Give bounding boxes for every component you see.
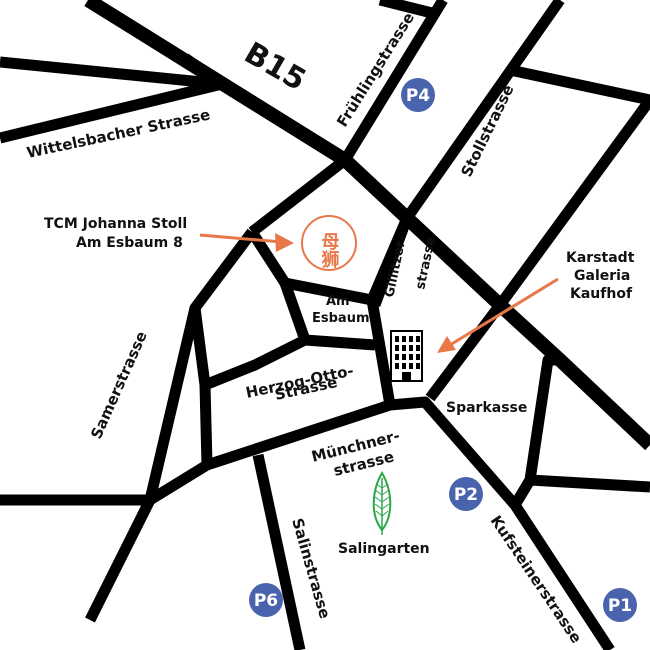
parking-label-p2: P2: [454, 485, 478, 505]
road-top-left: [0, 56, 223, 90]
label-tcm-line1: TCM Johanna Stoll: [44, 216, 187, 232]
label-karstadt-2: Galeria: [574, 268, 630, 284]
road-top-connector: [378, 0, 438, 20]
parking-icon: P2: [449, 477, 483, 511]
tcm-arrow: [199, 233, 294, 252]
road-salinstrasse: [252, 453, 306, 650]
label-b15: B15: [238, 36, 311, 99]
karstadt-arrow: [437, 277, 559, 353]
label-gillitzer-2: strasse: [413, 235, 439, 291]
label-am-esbaum-1: Am: [326, 294, 350, 309]
label-tcm-line2: Am Esbaum 8: [76, 235, 183, 251]
road-right-diagonal: [425, 96, 650, 402]
parking-icon: P1: [603, 588, 637, 622]
label-samerstrasse: Samerstrasse: [87, 329, 151, 442]
parking-label-p1: P1: [608, 596, 632, 616]
label-sparkasse: Sparkasse: [446, 400, 527, 416]
label-karstadt-3: Kaufhof: [570, 286, 633, 302]
road-samerstrasse: [85, 228, 257, 623]
label-am-esbaum-2: Esbaum: [312, 311, 370, 326]
road-muenchnerstrasse: [147, 396, 615, 650]
tcm-logo-icon: 母狮: [301, 215, 357, 271]
road-herzog-otto: [189, 307, 213, 466]
logo-glyphs: 母狮: [319, 232, 340, 269]
road-b15-branch: [181, 53, 226, 89]
label-salingarten: Salingarten: [338, 541, 430, 557]
road-wittelsbacher: [0, 78, 224, 144]
road-top-right: [508, 64, 650, 106]
parking-icon: P6: [249, 583, 283, 617]
parking-label-p6: P6: [254, 591, 278, 611]
road-right-loop: [510, 354, 650, 508]
road-inner-ring: [304, 334, 376, 351]
leaf-icon: [372, 471, 392, 535]
label-karstadt-1: Karstadt: [566, 250, 635, 266]
road-am-esbaum-lower: [202, 281, 311, 391]
parking-icon: P4: [401, 78, 435, 112]
parking-label-p4: P4: [406, 86, 430, 106]
road-fruehlingstrasse: [248, 0, 448, 237]
department-store-icon: [390, 330, 423, 382]
